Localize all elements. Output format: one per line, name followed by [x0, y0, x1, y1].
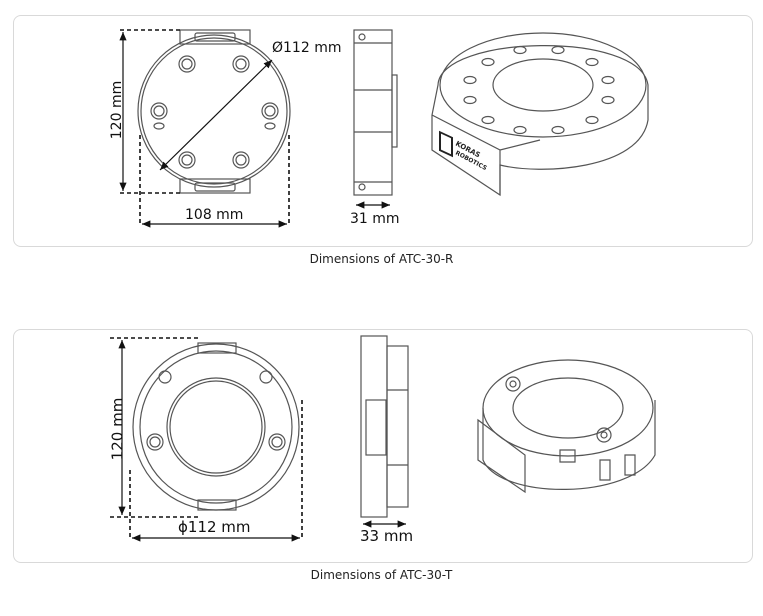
atc-30-r-front-view	[119, 29, 291, 228]
atc-30-t-front-view	[110, 337, 303, 542]
atc-30-t-thickness-label: 33 mm	[360, 527, 414, 545]
atc-30-r-height-label: 120 mm	[109, 80, 126, 140]
caption-atc-30-r: Dimensions of ATC-30-R	[309, 252, 454, 266]
caption-atc-30-t: Dimensions of ATC-30-T	[310, 568, 453, 582]
atc-30-t-side-view	[360, 335, 409, 528]
atc-30-t-isometric-view	[477, 359, 656, 494]
atc-30-r-isometric-view: KORAS ROBOTICS	[431, 32, 649, 197]
atc-30-t-height-label: 120 mm	[108, 397, 127, 461]
atc-30-r-diameter-label: Ø112 mm	[272, 40, 342, 56]
atc-30-r-width-label: 108 mm	[185, 207, 244, 223]
atc-30-r-side-view	[353, 29, 398, 209]
atc-30-r-thickness-label: 31 mm	[350, 211, 400, 227]
atc-30-t-diameter-label: ϕ112 mm	[178, 518, 251, 536]
